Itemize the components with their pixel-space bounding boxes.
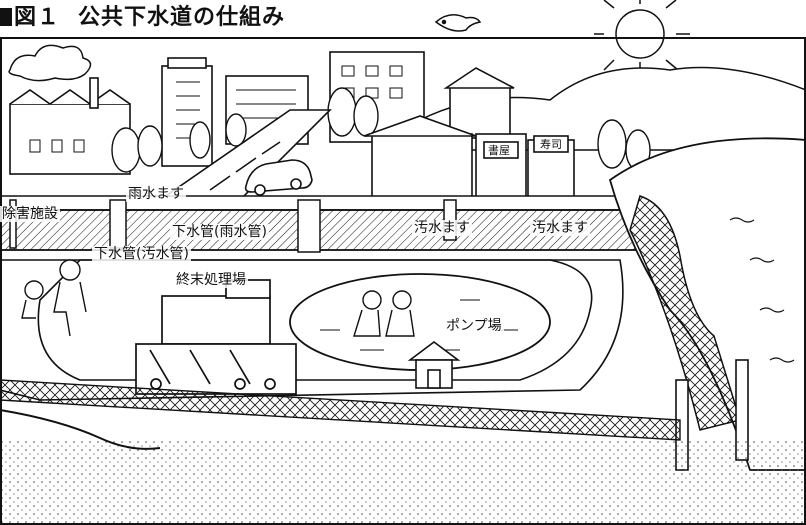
label-treatment-plant: 終末処理場 <box>174 272 248 288</box>
frame <box>0 37 806 525</box>
car-icon <box>244 159 313 196</box>
label-pump-station: ポンプ場 <box>444 318 504 334</box>
label-rainwater-inlet: 雨水ます <box>126 186 186 202</box>
label-storm-sewer: 下水管(雨水管) <box>170 224 269 240</box>
foreground-ground <box>0 440 806 525</box>
plant-perimeter <box>37 259 593 381</box>
sun-icon <box>594 0 690 74</box>
river-bank <box>629 195 741 431</box>
shop-sign-sushi: 寿司 <box>540 137 562 151</box>
bird-icon <box>434 14 482 32</box>
label-sanitary-sewer: 下水管(汚水管) <box>92 246 191 262</box>
shop-sign-bookstore: 書屋 <box>488 143 510 157</box>
title-text: 公共下水道の仕組み <box>78 5 286 30</box>
shops <box>363 115 575 205</box>
figure-title: 図１ 公共下水道の仕組み <box>0 4 285 32</box>
pump-house <box>407 341 461 389</box>
label-sewage-inlet-right: 汚水ます <box>530 220 590 236</box>
river-waves <box>729 217 795 363</box>
trees <box>111 87 651 173</box>
label-treatment-facility: 除害施設 <box>0 206 60 222</box>
people <box>21 259 415 337</box>
figure-number: 図１ <box>14 5 61 30</box>
cloud-icon <box>8 44 92 82</box>
title-square-icon <box>0 8 12 26</box>
label-sewage-inlet-left: 汚水ます <box>412 220 472 236</box>
pump-pool-ripples <box>320 299 518 351</box>
